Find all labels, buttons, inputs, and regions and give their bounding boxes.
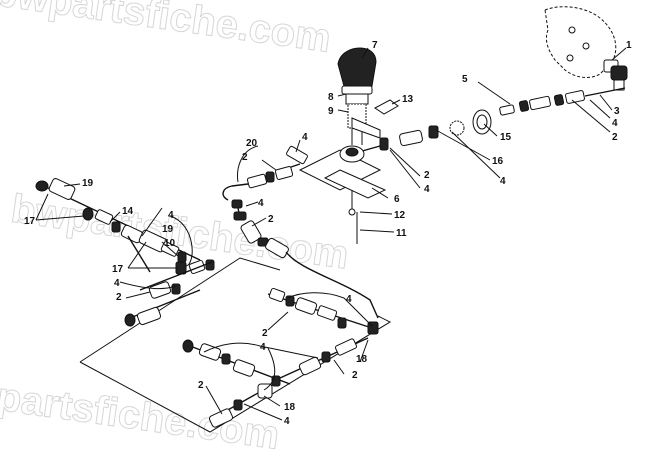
left-lower-hoses [79, 257, 281, 363]
gasket [374, 99, 399, 115]
callout-6: 6 [394, 194, 400, 205]
callout-2-bottom-right: 2 [352, 370, 358, 381]
callout-10: 10 [164, 238, 176, 249]
callout-19-lower: 19 [162, 224, 174, 235]
upper-hose-run [329, 87, 626, 161]
left-branch [222, 163, 379, 319]
callout-2-bottom-left: 2 [198, 380, 204, 391]
carburetor-outline [544, 6, 617, 78]
callout-7: 7 [372, 40, 378, 51]
callout-2-left-branch: 2 [268, 214, 274, 225]
callout-2-tee-left: 2 [242, 152, 248, 163]
callout-12: 12 [394, 210, 406, 221]
callout-4-tee-top: 4 [302, 132, 308, 143]
callout-4-carb: 4 [612, 118, 618, 129]
callout-17-lower: 17 [112, 264, 124, 275]
bottom-manifold [79, 287, 392, 433]
callout-2-tee-right: 2 [424, 170, 430, 181]
watermark: bwpartsfiche.com bwpartsfiche.com bwpart… [0, 0, 352, 452]
callout-4-tee-right: 4 [424, 184, 430, 195]
callout-17-upper: 17 [24, 216, 36, 227]
leader-lines [35, 47, 627, 421]
callout-20: 20 [246, 138, 258, 149]
callout-19-upper: 19 [82, 178, 94, 189]
callout-8: 8 [328, 92, 334, 103]
callout-1: 1 [626, 40, 632, 51]
callout-3: 3 [614, 106, 620, 117]
callout-4-bottom-low: 4 [284, 416, 290, 427]
callout-2-left-lower: 2 [116, 292, 122, 303]
watermark-text-1: bwpartsfiche.com [0, 0, 334, 61]
callout-2-bottom-upper: 2 [262, 328, 268, 339]
callouts: 1 2 2 2 2 2 2 2 2 3 4 4 4 4 4 4 4 4 4 4 … [24, 40, 632, 427]
callout-16: 16 [492, 156, 504, 167]
callout-9: 9 [328, 106, 334, 117]
callout-4-bottom-upper: 4 [346, 294, 352, 305]
callout-4-left-lower: 4 [114, 278, 120, 289]
tee-block [286, 117, 387, 244]
callout-11: 11 [396, 228, 407, 239]
callout-18-right: 18 [356, 354, 368, 365]
callout-14: 14 [122, 206, 134, 217]
callout-18-bottom: 18 [284, 402, 296, 413]
callout-2-carb: 2 [612, 132, 618, 143]
callout-15: 15 [500, 132, 512, 143]
callout-5: 5 [462, 74, 468, 85]
callout-4-left-branch: 4 [258, 198, 264, 209]
callout-13: 13 [402, 94, 414, 105]
callout-4-pump: 4 [500, 176, 506, 187]
callout-4-left-manifold: 4 [168, 210, 174, 221]
callout-4-bottom-mid: 4 [260, 342, 266, 353]
fitting-elbow [603, 59, 628, 91]
